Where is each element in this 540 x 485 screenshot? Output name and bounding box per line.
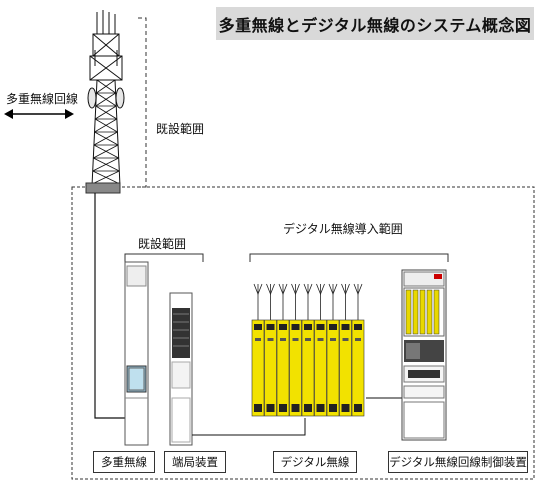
digital-radio-label: デジタル無線 xyxy=(273,451,357,473)
feeder-cable xyxy=(94,193,134,419)
multiplex-link-label: 多重無線回線 xyxy=(6,92,79,106)
digital-range-label: デジタル無線導入範囲 xyxy=(283,222,403,236)
existing-range-tower-label: 既設範囲 xyxy=(156,122,205,136)
digital-radio-unit xyxy=(326,283,340,417)
existing-range-bracket xyxy=(124,253,204,262)
digital-radio-unit xyxy=(301,283,315,417)
terminal-station-cabinet xyxy=(169,292,193,446)
digital-radio-rack xyxy=(251,283,365,417)
digital-radio-unit xyxy=(276,283,290,417)
terminal-station-label: 端局装置 xyxy=(164,451,226,473)
diagram-title: 多重無線とデジタル無線のシステム概念図 xyxy=(216,7,534,40)
tower-base xyxy=(85,182,121,194)
digital-radio-unit xyxy=(251,283,265,417)
digital-radio-unit xyxy=(339,283,352,417)
double-arrow-icon xyxy=(4,109,74,119)
radio-tower-icon xyxy=(87,10,125,187)
digital-range-bracket xyxy=(249,253,449,262)
terminal-link-cable xyxy=(192,418,306,436)
tower-lattice xyxy=(91,79,121,185)
digital-radio-unit xyxy=(289,283,302,417)
existing-range-label: 既設範囲 xyxy=(138,237,187,251)
digital-radio-unit xyxy=(314,283,327,417)
digital-radio-unit xyxy=(351,283,365,417)
installation-frame xyxy=(71,186,535,480)
digital-radio-unit xyxy=(264,283,277,417)
multiplex-radio-cabinet xyxy=(124,261,149,446)
digital-controller-label: デジタル無線回線制御装置 xyxy=(388,451,528,473)
tower-bracket xyxy=(138,17,147,188)
digital-controller-cabinet xyxy=(401,269,447,441)
multiplex-radio-label: 多重無線 xyxy=(93,451,155,473)
